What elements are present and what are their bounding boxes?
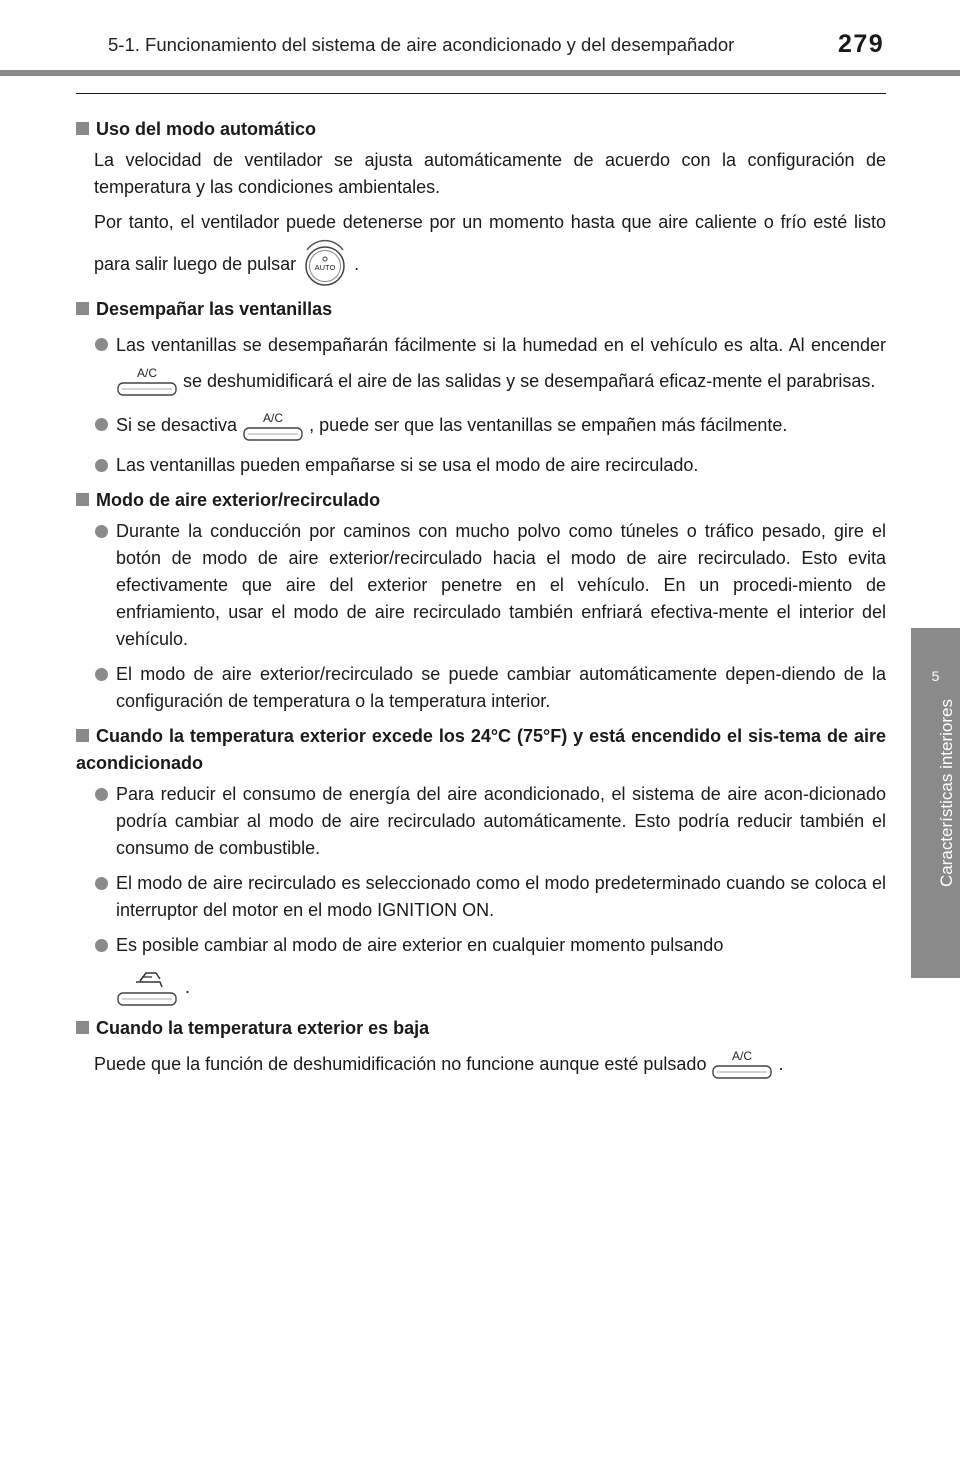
list-item-text: Las ventanillas pueden empañarse si se u…: [116, 454, 699, 475]
section-low-temperature: Cuando la temperatura exterior es baja P…: [76, 1015, 886, 1082]
list-item-text: Si se desactiva: [116, 415, 238, 436]
round-bullet-icon: [95, 418, 108, 432]
paragraph: La velocidad de ventilador se ajusta aut…: [94, 150, 886, 197]
chapter-side-tab: 5 Características interiores: [911, 628, 960, 978]
list-item-text: se deshumidificará el aire de las salida…: [183, 371, 876, 391]
round-bullet-icon: [95, 524, 108, 538]
square-bullet-icon: [76, 302, 89, 315]
list-item: Durante la conducción por caminos con mu…: [76, 518, 886, 653]
paragraph-text: Por tanto, el ventilador puede detenerse…: [94, 212, 886, 274]
auto-button-label: AUTO: [315, 263, 336, 272]
list-item-text: El modo de aire recirculado es seleccion…: [116, 872, 886, 920]
square-bullet-icon: [76, 492, 89, 506]
heading-text: Cuando la temperatura exterior es baja: [96, 1017, 430, 1038]
paragraph: Por tanto, el ventilador puede detenerse…: [76, 209, 886, 288]
round-bullet-icon: [95, 338, 108, 351]
list-item-text: , puede ser que las ventanillas se empañ…: [309, 415, 788, 436]
square-bullet-icon: [76, 1020, 89, 1034]
round-bullet-icon: [95, 667, 108, 681]
square-bullet-icon: [76, 122, 89, 135]
round-bullet-icon: [95, 876, 108, 890]
list-item-text: Durante la conducción por caminos con mu…: [116, 520, 886, 649]
ac-button-label: A/C: [137, 366, 157, 380]
section-outside-air: Modo de aire exterior/recirculado Durant…: [76, 487, 886, 715]
ac-button-icon: A/C: [712, 1049, 773, 1079]
list-item-text: Las ventanillas se desempañarán fácilmen…: [116, 335, 886, 355]
list-item: Las ventanillas pueden empañarse si se u…: [76, 452, 886, 479]
list-item: El modo de aire exterior/recirculado se …: [76, 661, 886, 715]
section-heading: Cuando la temperatura exterior excede lo…: [76, 723, 886, 777]
section-heading: Cuando la temperatura exterior es baja: [76, 1015, 886, 1042]
auto-button-icon: AUTO: [305, 239, 345, 286]
heading-text: Cuando la temperatura exterior excede lo…: [76, 725, 886, 773]
list-item-text: .: [185, 976, 191, 997]
heading-text: Uso del modo automático: [96, 119, 317, 139]
section-rule: [76, 93, 886, 94]
page-content: Uso del modo automático La velocidad de …: [76, 116, 886, 1090]
ac-button-icon: A/C: [117, 366, 177, 396]
list-item-text: Es posible cambiar al modo de aire exter…: [116, 934, 724, 955]
square-bullet-icon: [76, 728, 89, 742]
section-heading: Uso del modo automático: [76, 116, 886, 143]
list-item: Las ventanillas se desempañarán fácilmen…: [76, 327, 886, 399]
section-high-temperature: Cuando la temperatura exterior excede lo…: [76, 723, 886, 1007]
paragraph: Puede que la función de deshumidificació…: [76, 1046, 886, 1082]
outside-air-button-icon: [117, 971, 177, 1006]
section-auto-mode: Uso del modo automático La velocidad de …: [76, 116, 886, 288]
list-item-text: Para reducir el consumo de energía del a…: [116, 783, 886, 858]
paragraph-text: .: [778, 1053, 784, 1074]
chapter-label: Características interiores: [937, 698, 956, 888]
heading-text: Desempañar las ventanillas: [96, 299, 333, 319]
header-title: 5-1. Funcionamiento del sistema de aire …: [108, 34, 735, 55]
ac-button-icon: A/C: [243, 411, 303, 441]
heading-text: Modo de aire exterior/recirculado: [96, 489, 381, 510]
round-bullet-icon: [95, 458, 108, 472]
round-bullet-icon: [95, 938, 108, 952]
ac-button-label: A/C: [263, 411, 283, 425]
list-item: Si se desactiva A/C , puede ser que las …: [76, 407, 886, 443]
chapter-number: 5: [931, 668, 940, 684]
section-defog: Desempañar las ventanillas Las ventanill…: [76, 296, 886, 479]
ac-button-label: A/C: [732, 1049, 752, 1063]
list-item: Es posible cambiar al modo de aire exter…: [76, 932, 886, 1007]
paragraph-text: Puede que la función de deshumidificació…: [94, 1053, 707, 1074]
round-bullet-icon: [95, 787, 108, 801]
header-bar: [0, 70, 960, 76]
section-heading: Desempañar las ventanillas: [76, 296, 886, 323]
list-item: Para reducir el consumo de energía del a…: [76, 781, 886, 862]
list-item: El modo de aire recirculado es seleccion…: [76, 870, 886, 924]
section-heading: Modo de aire exterior/recirculado: [76, 487, 886, 514]
list-item-text: El modo de aire exterior/recirculado se …: [116, 663, 886, 711]
paragraph-text: .: [354, 254, 360, 274]
page-number: 279: [838, 30, 885, 58]
